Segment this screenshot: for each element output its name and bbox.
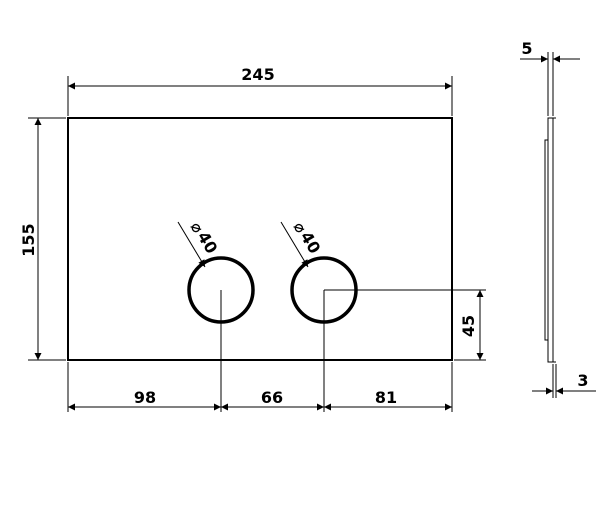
side-top-thickness-label: 5: [521, 39, 532, 58]
width-label: 245: [241, 65, 274, 84]
height-label: 155: [19, 223, 38, 256]
side-bottom-thickness-label: 3: [577, 371, 588, 390]
plate-outline: [67, 117, 453, 361]
offset-left-label: 98: [134, 388, 156, 407]
offset-right-label: 81: [375, 388, 397, 407]
side-view: 5 3: [520, 39, 596, 398]
left-diameter-leader: [177, 221, 206, 268]
offset-between-label: 66: [261, 388, 283, 407]
side-view-profile: [547, 117, 554, 363]
side-view-back-profile: [544, 118, 549, 362]
right-diameter-leader: [280, 221, 309, 268]
vertical-offset-label: 45: [459, 315, 478, 337]
